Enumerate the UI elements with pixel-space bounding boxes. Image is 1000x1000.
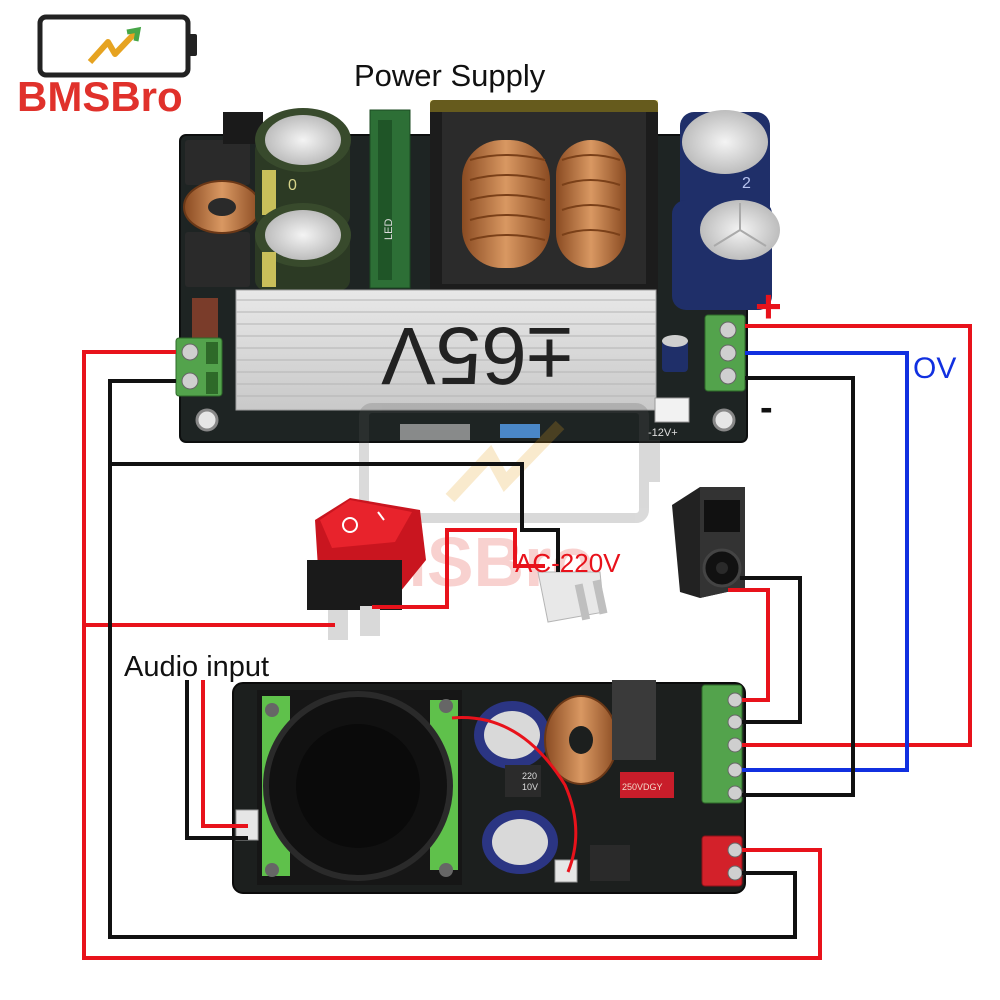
relay-label: 250VDGY [620,772,674,798]
power-supply-board: 0 LED [175,100,780,443]
capacitor-blue-2 [672,200,780,310]
negative-label: - [760,387,773,429]
speaker-icon [672,487,745,598]
brand-logo: BMSBro [17,14,197,120]
svg-text:220: 220 [522,771,537,781]
red-wire-audio [201,680,248,828]
wires [82,324,972,960]
aux-label: -12V+ [648,427,678,439]
black-wire-plug [110,462,560,572]
red-wire-input-loop [82,350,822,960]
svg-text:LED: LED [383,219,395,240]
ac-plug [537,571,608,623]
svg-text:10V: 10V [522,782,538,792]
svg-text:250VDGY: 250VDGY [622,782,663,792]
capacitor-blue-1: 2 [680,110,770,222]
amp-main-terminal [701,684,743,804]
diagram-title: Power Supply [354,58,546,93]
red-wire-positive [742,324,972,747]
control-module: LED [369,109,411,289]
ac-voltage-label: AC-220V [515,548,621,578]
capacitor-green-1: 0 [255,108,351,226]
positive-label: + [755,280,782,332]
cooling-fan [257,690,462,885]
bolt-icon [87,29,139,65]
amplifier-board: 220 10V 250VDGY [232,680,746,894]
black-wire-audio [185,680,248,840]
black-wire-speaker [740,576,802,724]
ps-input-terminal [175,337,223,397]
audio-input-label: Audio input [124,651,269,683]
brand-name: BMSBro [17,73,183,120]
rocker-switch [307,498,426,640]
voltage-marking: ±65V [381,310,572,401]
transformer [430,100,658,296]
toroid-inductor [183,180,261,234]
blue-wire-ground [742,351,909,772]
svg-text:0: 0 [288,177,297,194]
ps-output-terminal [704,314,746,392]
svg-text:2: 2 [742,175,751,192]
heatsink: ±65V [235,289,657,411]
small-capacitor [662,335,688,372]
black-wire-negative [742,376,855,797]
capacitor-green-2 [255,203,351,290]
red-wire-speaker [728,588,770,702]
amp-power-terminal [701,835,743,887]
zero-volt-label: OV [913,352,956,385]
black-wire-input-loop [108,379,797,939]
amp-inductor [544,695,618,785]
red-wire-switch-plug [372,528,545,609]
amp-capacitor-2 [482,810,558,874]
